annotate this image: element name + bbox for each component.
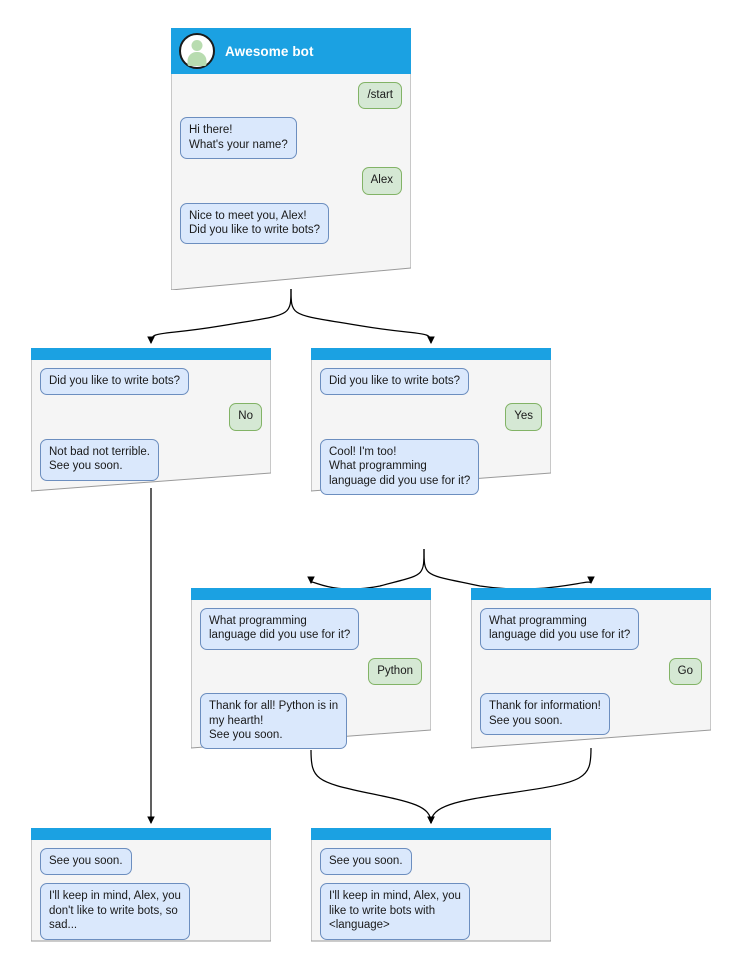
- message-row: What programming language did you use fo…: [480, 608, 702, 650]
- node-root-chat: /start Hi there! What's your name? Alex …: [171, 74, 411, 245]
- message-bubble-incoming: See you soon.: [320, 848, 412, 876]
- node-yes-branch-header: [311, 348, 551, 360]
- message-row: Not bad not terrible. See you soon.: [40, 438, 262, 481]
- node-python-branch-header: [191, 588, 431, 600]
- message-row: Go: [480, 657, 702, 686]
- message-bubble-incoming: Did you like to write bots?: [40, 368, 190, 396]
- message-row: /start: [180, 82, 402, 110]
- node-root-title: Awesome bot: [225, 43, 314, 59]
- node-no-branch-header: [31, 348, 271, 360]
- message-row: Cool! I'm too! What programming language…: [320, 438, 542, 496]
- message-row: I'll keep in mind, Alex, you don't like …: [40, 883, 262, 940]
- message-row: See you soon.: [40, 848, 262, 876]
- message-bubble-incoming: What programming language did you use fo…: [200, 608, 360, 650]
- edge-root-to-yes: [290, 288, 435, 345]
- node-go-branch-header: [471, 588, 711, 600]
- message-row: Yes: [320, 403, 542, 431]
- message-row: Nice to meet you, Alex! Did you like to …: [180, 202, 402, 245]
- message-row: Did you like to write bots?: [40, 368, 262, 396]
- message-row: No: [40, 403, 262, 431]
- message-bubble-incoming: See you soon.: [40, 848, 132, 876]
- message-bubble-outgoing: Yes: [505, 403, 542, 431]
- message-row: See you soon.: [320, 848, 542, 876]
- message-row: Hi there! What's your name?: [180, 117, 402, 160]
- node-end-happy-header: [311, 828, 551, 840]
- node-go-branch-chat: What programming language did you use fo…: [471, 600, 711, 736]
- node-yes-branch-chat: Did you like to write bots? Yes Cool! I'…: [311, 360, 551, 496]
- message-bubble-outgoing: /start: [358, 82, 402, 110]
- message-bubble-incoming: I'll keep in mind, Alex, you like to wri…: [320, 883, 470, 940]
- message-row: Did you like to write bots?: [320, 368, 542, 396]
- message-bubble-incoming: Nice to meet you, Alex! Did you like to …: [180, 202, 330, 245]
- message-bubble-outgoing: Go: [668, 657, 702, 686]
- message-row: Thank for information! See you soon.: [480, 693, 702, 736]
- node-end-happy-chat: See you soon. I'll keep in mind, Alex, y…: [311, 840, 551, 940]
- edge-go-to-end-happy: [427, 747, 592, 825]
- message-row: What programming language did you use fo…: [200, 608, 422, 650]
- message-row: Thank for all! Python is in my hearth! S…: [200, 693, 422, 750]
- node-end-sad-header: [31, 828, 271, 840]
- message-row: Python: [200, 657, 422, 686]
- node-root-header: Awesome bot: [171, 28, 411, 74]
- message-row: I'll keep in mind, Alex, you like to wri…: [320, 883, 542, 940]
- message-bubble-incoming: Thank for all! Python is in my hearth! S…: [200, 693, 348, 750]
- user-avatar-icon: [179, 33, 215, 69]
- message-bubble-incoming: I'll keep in mind, Alex, you don't like …: [40, 883, 190, 940]
- node-no-branch-chat: Did you like to write bots? No Not bad n…: [31, 360, 271, 481]
- message-bubble-outgoing: Python: [368, 657, 422, 686]
- edge-python-to-end-happy: [310, 749, 435, 825]
- node-python-branch-chat: What programming language did you use fo…: [191, 600, 431, 750]
- message-bubble-incoming: Did you like to write bots?: [320, 368, 470, 396]
- message-bubble-outgoing: Alex: [361, 167, 402, 195]
- edge-yes-to-go: [423, 548, 595, 590]
- message-bubble-outgoing: No: [229, 403, 262, 431]
- message-bubble-incoming: Cool! I'm too! What programming language…: [320, 438, 480, 496]
- message-bubble-incoming: Hi there! What's your name?: [180, 117, 297, 160]
- message-row: Alex: [180, 167, 402, 195]
- edge-root-to-no: [147, 288, 292, 345]
- edge-yes-to-python: [307, 548, 425, 590]
- message-bubble-incoming: What programming language did you use fo…: [480, 608, 640, 650]
- message-bubble-incoming: Thank for information! See you soon.: [480, 693, 610, 736]
- node-end-sad-chat: See you soon. I'll keep in mind, Alex, y…: [31, 840, 271, 940]
- message-bubble-incoming: Not bad not terrible. See you soon.: [40, 438, 160, 481]
